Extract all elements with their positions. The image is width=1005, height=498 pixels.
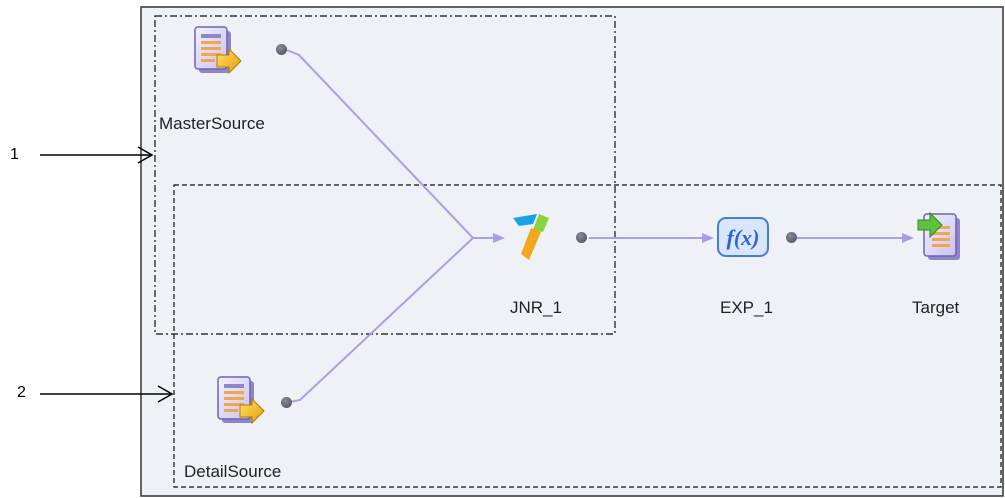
source-icon[interactable] — [217, 376, 265, 425]
jnr-output-port[interactable] — [576, 232, 587, 243]
exp-output-port[interactable] — [786, 232, 797, 243]
detail-output-port[interactable] — [281, 397, 292, 408]
target-label[interactable]: Target — [912, 298, 960, 317]
callout-arrow-1 — [40, 146, 154, 164]
expression-icon[interactable]: f(x) — [717, 217, 769, 257]
joiner-icon[interactable] — [513, 214, 549, 260]
mapping-canvas — [140, 6, 1004, 497]
exp-label[interactable]: EXP_1 — [720, 298, 773, 317]
detail-group-box — [173, 184, 1002, 488]
detailsource-label[interactable]: DetailSource — [184, 462, 282, 481]
link-detailsource-to-jnr — [289, 237, 474, 403]
callout-number-2: 2 — [17, 384, 26, 401]
svg-text:f(x): f(x) — [727, 225, 760, 250]
link-mastersource-to-jnr — [286, 49, 505, 243]
callout-arrow-2 — [40, 385, 174, 403]
jnr-label[interactable]: JNR_1 — [510, 298, 562, 317]
master-group-box — [154, 15, 616, 335]
master-output-port[interactable] — [276, 44, 287, 55]
callout-number-1: 1 — [10, 146, 19, 163]
mastersource-label[interactable]: MasterSource — [159, 114, 265, 133]
target-icon[interactable] — [917, 211, 960, 260]
source-icon[interactable] — [194, 26, 242, 75]
